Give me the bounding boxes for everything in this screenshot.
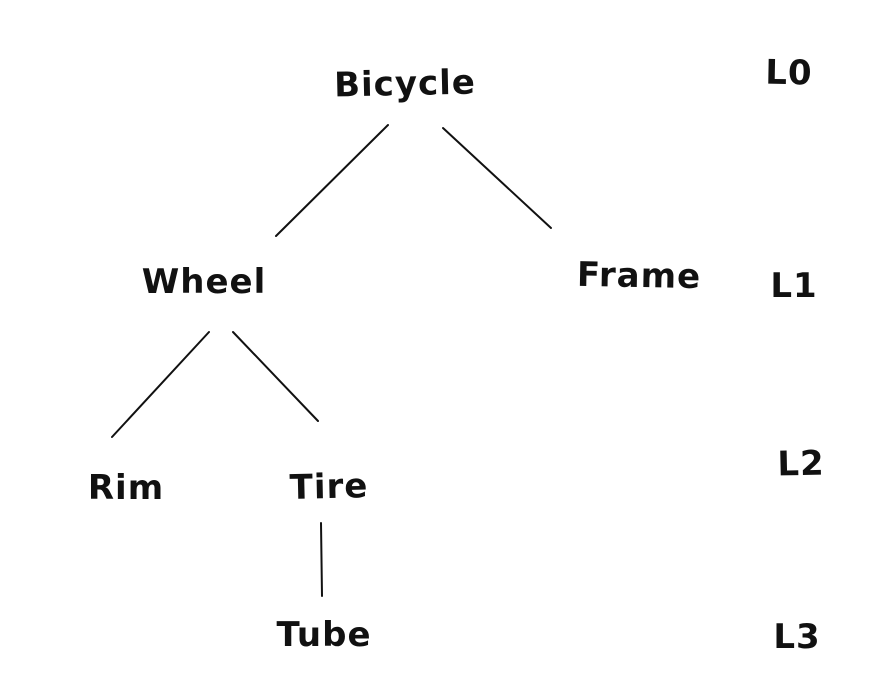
- edge-bicycle-frame: [442, 127, 552, 229]
- edge-wheel-tire: [232, 331, 319, 422]
- level-label-l0: L0: [764, 52, 814, 94]
- level-label-l2: L2: [776, 443, 826, 485]
- node-tire: Tire: [289, 466, 369, 508]
- node-frame: Frame: [576, 254, 702, 298]
- edge-wheel-rim: [111, 331, 210, 438]
- edge-bicycle-wheel: [275, 124, 389, 237]
- level-label-l1: L1: [770, 266, 818, 306]
- node-tube: Tube: [276, 615, 372, 655]
- node-rim: Rim: [87, 468, 165, 508]
- node-bicycle: Bicycle: [333, 62, 477, 106]
- node-wheel: Wheel: [141, 262, 267, 302]
- level-label-l3: L3: [773, 617, 821, 657]
- edge-tire-tube: [320, 522, 323, 597]
